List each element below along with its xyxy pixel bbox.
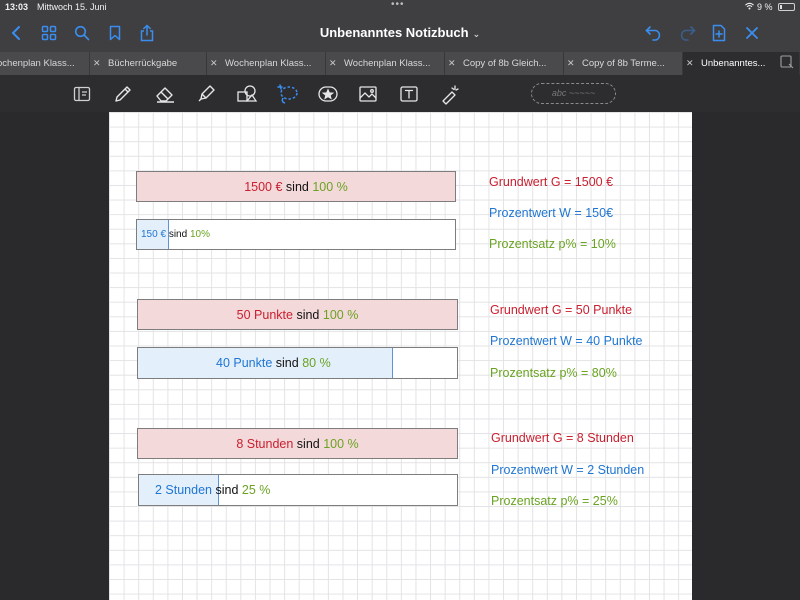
highlighter-icon[interactable] <box>194 82 218 106</box>
prozentsatz-line-2: Prozentsatz p% = 80% <box>490 366 617 380</box>
part-word: sind <box>215 483 239 497</box>
grundwert-line-2: Grundwert G = 50 Punkte <box>490 303 633 317</box>
whole-bar-3: 8 Stunden sind 100 % <box>137 428 458 459</box>
part-fill <box>138 348 394 378</box>
eraser-icon[interactable] <box>153 82 177 106</box>
tab-label: Unbenanntes... <box>701 58 766 69</box>
close-tab-icon[interactable]: ✕ <box>93 58 101 68</box>
tab-label: Copy of 8b Gleich... <box>463 58 547 69</box>
whole-bar-1: 1500 € sind 100 % <box>136 171 456 202</box>
whole-word: sind <box>285 179 309 194</box>
drawing-toolbar: abc ~~~~~ <box>0 75 800 112</box>
share-icon[interactable] <box>135 21 159 45</box>
tab-copy-gleichungen[interactable]: ✕ Copy of 8b Gleich... <box>445 52 564 75</box>
prozentsatz-line-1: Prozentsatz p% = 10% <box>489 237 616 251</box>
chevron-down-icon: ⌄ <box>472 29 481 39</box>
close-tab-icon[interactable]: ✕ <box>567 58 575 68</box>
tab-bar: ochenplan Klass... ✕ Bücherrückgabe ✕ Wo… <box>0 52 800 75</box>
part-word: sind <box>275 356 299 370</box>
text-tool-preview[interactable]: abc ~~~~~ <box>531 83 616 104</box>
title-bar: Unbenanntes Notizbuch⌄ <box>0 14 800 52</box>
whole-value: 8 Stunden <box>236 436 294 451</box>
close-tab-icon[interactable]: ✕ <box>448 58 456 68</box>
status-bar: 13:03 Mittwoch 15. Juni ••• 9 % <box>0 0 800 14</box>
whole-percent: 100 % <box>323 436 359 451</box>
part-bar-label: 40 Punkte sind 80 % <box>216 356 331 370</box>
image-icon[interactable] <box>356 82 380 106</box>
close-tab-icon[interactable]: ✕ <box>329 58 337 68</box>
part-bar-label: 2 Stunden sind 25 % <box>155 483 270 497</box>
part-value: 150 € <box>141 229 167 240</box>
part-bar-1: 150 € sind 10% <box>136 219 456 250</box>
prozentwert-line-2: Prozentwert W = 40 Punkte <box>490 334 643 348</box>
part-percent: 10% <box>189 229 210 240</box>
close-tab-icon[interactable]: ✕ <box>210 58 218 68</box>
sticker-icon[interactable] <box>316 82 340 106</box>
whole-percent: 100 % <box>322 307 359 322</box>
shapes-icon[interactable] <box>235 82 259 106</box>
status-date: Mittwoch 15. Juni <box>37 2 107 12</box>
whole-word: sind <box>296 307 320 322</box>
tab-label: ochenplan Klass... <box>0 58 75 69</box>
redo-icon[interactable] <box>675 21 699 45</box>
battery-icon <box>778 3 795 11</box>
status-time: 13:03 <box>5 2 29 12</box>
tab-label: Wochenplan Klass... <box>225 58 312 69</box>
multitasking-dots-icon[interactable]: ••• <box>391 0 405 10</box>
page-sidebar-icon[interactable] <box>780 55 794 69</box>
part-fill <box>137 220 169 249</box>
tab-wochenplan-3[interactable]: ✕ Wochenplan Klass... <box>326 52 445 75</box>
undo-icon[interactable] <box>642 21 666 45</box>
part-value: 2 Stunden <box>155 483 212 497</box>
prozentwert-line-3: Prozentwert W = 2 Stunden <box>491 463 645 477</box>
part-bar-label: 150 € sind 10% <box>141 229 210 240</box>
whole-value: 50 Punkte <box>236 307 293 322</box>
tab-label: Copy of 8b Terme... <box>582 58 665 69</box>
part-fill <box>139 475 219 505</box>
tab-label: Bücherrückgabe <box>108 58 178 69</box>
tab-buecherrueckgabe[interactable]: ✕ Bücherrückgabe <box>90 52 207 75</box>
search-icon[interactable] <box>70 21 94 45</box>
close-icon[interactable] <box>740 21 764 45</box>
part-percent: 80 % <box>302 356 331 370</box>
text-icon[interactable] <box>397 82 421 106</box>
notebook-title[interactable]: Unbenanntes Notizbuch⌄ <box>0 25 800 40</box>
tab-copy-terme[interactable]: ✕ Copy of 8b Terme... <box>564 52 683 75</box>
whole-word: sind <box>296 436 320 451</box>
lasso-icon[interactable] <box>276 82 300 106</box>
chevron-left-icon[interactable] <box>4 21 28 45</box>
whole-bar-label: 8 Stunden sind 100 % <box>236 437 358 451</box>
whole-value: 1500 € <box>244 179 283 194</box>
page-layout-icon[interactable] <box>70 82 94 106</box>
whole-bar-2: 50 Punkte sind 100 % <box>137 299 458 330</box>
grid-icon[interactable] <box>37 21 61 45</box>
bookmark-icon[interactable] <box>103 21 127 45</box>
wifi-icon <box>745 2 754 10</box>
part-percent: 25 % <box>241 483 271 497</box>
prozentwert-line-1: Prozentwert W = 150€ <box>489 206 614 220</box>
battery-percent: 9 % <box>757 2 773 12</box>
whole-bar-label: 50 Punkte sind 100 % <box>237 308 359 322</box>
close-tab-icon[interactable]: ✕ <box>686 58 694 68</box>
tab-wochenplan-1[interactable]: ochenplan Klass... <box>0 52 90 75</box>
whole-percent: 100 % <box>312 179 348 194</box>
whole-bar-label: 1500 € sind 100 % <box>244 180 348 194</box>
grundwert-line-3: Grundwert G = 8 Stunden <box>491 431 634 445</box>
prozentsatz-line-3: Prozentsatz p% = 25% <box>491 494 618 508</box>
notebook-page[interactable]: 1500 € sind 100 % 150 € sind 10% Grundwe… <box>109 112 692 600</box>
grundwert-line-1: Grundwert G = 1500 € <box>489 175 614 189</box>
part-bar-2: 40 Punkte sind 80 % <box>137 347 458 379</box>
tab-label: Wochenplan Klass... <box>344 58 431 69</box>
pen-icon[interactable] <box>111 82 135 106</box>
laser-pointer-icon[interactable] <box>438 82 462 106</box>
notebook-title-text: Unbenanntes Notizbuch <box>319 25 469 40</box>
add-page-icon[interactable] <box>707 21 731 45</box>
part-word: sind <box>168 229 188 240</box>
tab-wochenplan-2[interactable]: ✕ Wochenplan Klass... <box>207 52 326 75</box>
part-bar-3: 2 Stunden sind 25 % <box>138 474 458 506</box>
part-value: 40 Punkte <box>216 356 273 370</box>
